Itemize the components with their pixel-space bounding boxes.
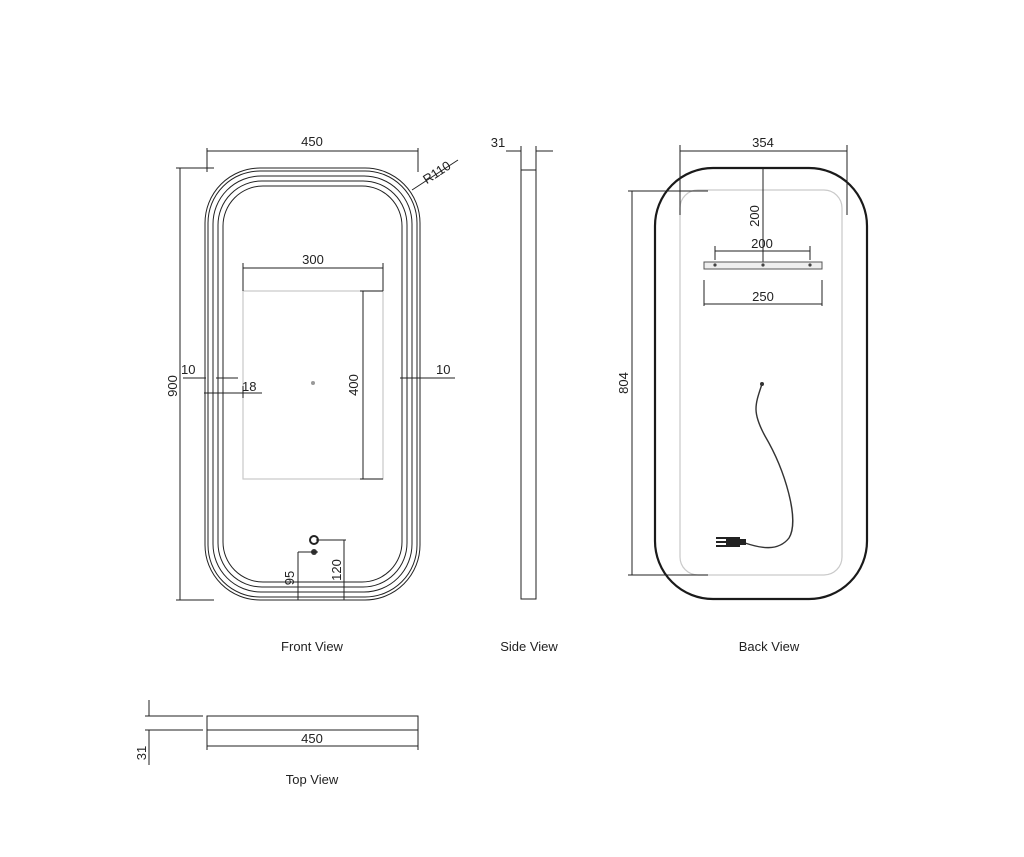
front-radius-label: R110 [420, 158, 453, 187]
back-view: 354 804 200 200 250 [616, 135, 869, 654]
side-depth-label: 31 [491, 135, 505, 150]
front-inner-frame [222, 185, 403, 583]
top-depth-label: 31 [134, 746, 149, 760]
power-cable [744, 383, 794, 549]
side-view: 31 Side View [491, 135, 559, 654]
back-outer-frame [653, 166, 869, 601]
back-view-caption: Back View [739, 639, 800, 654]
top-profile [206, 715, 419, 731]
margin-left-label: 10 [181, 362, 195, 377]
top-view: 31 450 Top View [134, 700, 419, 787]
light-width-label: 300 [302, 252, 324, 267]
back-inner-panel [679, 189, 843, 576]
sensor-dot [311, 381, 315, 385]
bracket-top-label: 200 [747, 205, 762, 227]
switch-95-label: 95 [282, 571, 297, 585]
bracket-width-label: 200 [751, 236, 773, 251]
bracket-span-label: 250 [752, 289, 774, 304]
back-height-label: 804 [616, 372, 631, 394]
switch-120-label: 120 [329, 559, 344, 581]
front-outer-frame [204, 167, 421, 601]
light-panel [242, 290, 384, 480]
side-view-caption: Side View [500, 639, 558, 654]
front-view: 450 R110 900 300 400 10 18 10 [165, 134, 459, 654]
top-view-caption: Top View [286, 772, 339, 787]
margin-right-label: 10 [436, 362, 450, 377]
front-height-label: 900 [165, 375, 180, 397]
side-profile [520, 169, 537, 600]
front-width-label: 450 [301, 134, 323, 149]
light-height-label: 400 [346, 374, 361, 396]
light-offset-label: 18 [242, 379, 256, 394]
power-plug-icon [716, 537, 746, 547]
front-view-caption: Front View [281, 639, 344, 654]
back-width-label: 354 [752, 135, 774, 150]
top-width-label: 450 [301, 731, 323, 746]
